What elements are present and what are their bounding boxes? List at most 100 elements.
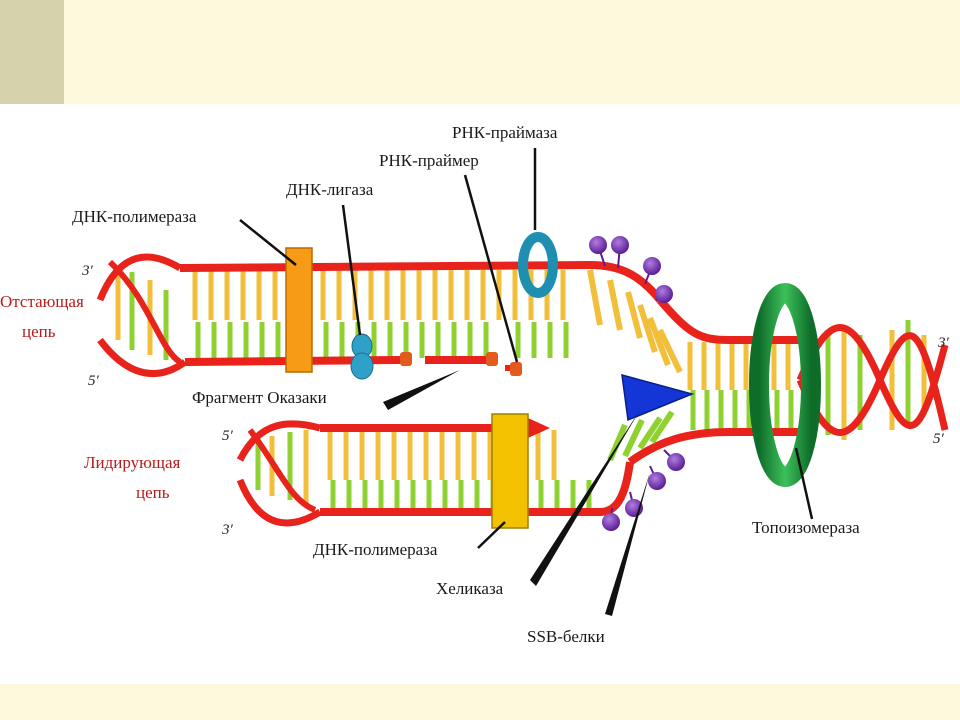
single-strand-base	[622, 418, 645, 458]
base-pair-rung	[560, 270, 566, 320]
ssb-protein	[589, 236, 607, 254]
base-pair-rung	[825, 330, 831, 435]
base-pair-rung	[259, 322, 265, 358]
base-pair-rung	[391, 430, 397, 480]
base-pair-rung	[371, 322, 377, 358]
single-strand-base	[637, 304, 658, 353]
base-pair-rung	[303, 430, 309, 505]
label-topoisomerase: Топоизомераза	[752, 518, 860, 537]
base-pair-rung	[439, 430, 445, 480]
end-marker-5prime-top-left: 5′	[88, 373, 100, 389]
label-dna-ligase: ДНК-лигаза	[286, 180, 374, 199]
base-pair-rung	[771, 342, 777, 390]
base-pair-rung	[368, 270, 374, 320]
base-pair-rung	[788, 390, 794, 430]
label-lagging-strand-line2: цепь	[22, 322, 56, 341]
end-marker-3prime-bottom-left: 3′	[221, 522, 234, 538]
label-leading-strand-line1: Лидирующая	[84, 453, 180, 472]
slide-header	[0, 0, 960, 104]
base-pair-rung	[255, 440, 261, 490]
base-pair-rung	[256, 270, 262, 320]
base-pair-rung	[208, 270, 214, 320]
base-pair-rung	[889, 330, 895, 430]
base-pair-rung	[442, 480, 448, 510]
header-accent-block	[0, 0, 64, 104]
ssb-protein	[648, 472, 666, 490]
base-pair-rung	[323, 322, 329, 358]
base-pair-rung	[346, 480, 352, 510]
base-pair-rung	[448, 270, 454, 320]
base-pair-rung	[287, 432, 293, 500]
base-pair-rung	[729, 342, 735, 390]
base-pair-rung	[515, 322, 521, 358]
parental-helix	[796, 320, 949, 440]
single-strand-base	[657, 328, 683, 374]
ssb-protein	[655, 285, 673, 303]
base-pair-rung	[785, 342, 791, 390]
single-strand-base	[625, 291, 643, 339]
base-pair-rung	[746, 390, 752, 430]
base-pair-rung	[407, 430, 413, 480]
base-pair-rung	[211, 322, 217, 358]
base-pair-rung	[362, 480, 368, 510]
base-pair-rung	[554, 480, 560, 510]
base-pair-rung	[774, 390, 780, 430]
end-marker-5prime-bottom-left: 5′	[222, 428, 234, 444]
base-pair-rung	[921, 335, 927, 415]
base-pair-rung	[327, 430, 333, 480]
base-pair-rung	[426, 480, 432, 510]
topoisomerase	[749, 283, 821, 487]
base-pair-rung	[487, 430, 493, 480]
base-pair-rung	[464, 270, 470, 320]
base-pair-rung	[544, 270, 550, 320]
base-pair-rung	[535, 430, 541, 480]
leading-strand	[236, 410, 675, 527]
base-pair-rung	[394, 480, 400, 510]
ssb-protein	[611, 236, 629, 254]
base-pair-rung	[384, 270, 390, 320]
base-pair-rung	[375, 430, 381, 480]
base-pair-rung	[115, 275, 121, 340]
base-pair-rung	[359, 430, 365, 480]
replication-diagram: РНК-праймаза РНК-праймер ДНК-лигаза ДНК-…	[0, 123, 950, 646]
base-pair-rung	[400, 270, 406, 320]
base-pair-rung	[403, 322, 409, 358]
label-dna-polymerase-bottom: ДНК-полимераза	[313, 540, 438, 559]
base-pair-rung	[563, 322, 569, 358]
base-pair-rung	[467, 322, 473, 358]
base-pair-rung	[432, 270, 438, 320]
pointer-lines	[239, 148, 814, 616]
base-pair-rung	[330, 480, 336, 510]
single-strand-base	[647, 316, 671, 367]
base-pair-rung	[715, 342, 721, 390]
base-pair-rung	[224, 270, 230, 320]
base-pair-rung	[687, 342, 693, 390]
base-pair-rung	[743, 342, 749, 390]
base-pair-rung	[531, 322, 537, 358]
base-pair-rung	[195, 322, 201, 358]
base-pair-rung	[690, 390, 696, 430]
base-pair-rung	[551, 430, 557, 480]
base-pair-rung	[423, 430, 429, 480]
base-pair-rung	[451, 322, 457, 358]
dna-polymerase-leading	[491, 413, 529, 529]
lagging-strand	[96, 253, 683, 377]
base-pair-rung	[718, 390, 724, 430]
ssb-protein	[602, 513, 620, 531]
single-strand-base	[649, 410, 675, 444]
base-pair-rung	[243, 322, 249, 358]
base-pair-rung	[343, 430, 349, 480]
single-strand-base	[587, 269, 603, 326]
base-pair-rung	[336, 270, 342, 320]
base-pair-rung	[701, 342, 707, 390]
base-pair-rung	[905, 320, 911, 425]
base-pair-rung	[512, 270, 518, 320]
label-dna-polymerase-top: ДНК-полимераза	[72, 207, 197, 226]
base-pair-rung	[227, 322, 233, 358]
base-pair-rung	[419, 322, 425, 358]
base-pair-rung	[538, 480, 544, 510]
single-strand-base	[607, 279, 623, 331]
base-pair-rung	[435, 322, 441, 358]
base-pair-rung	[163, 290, 169, 360]
